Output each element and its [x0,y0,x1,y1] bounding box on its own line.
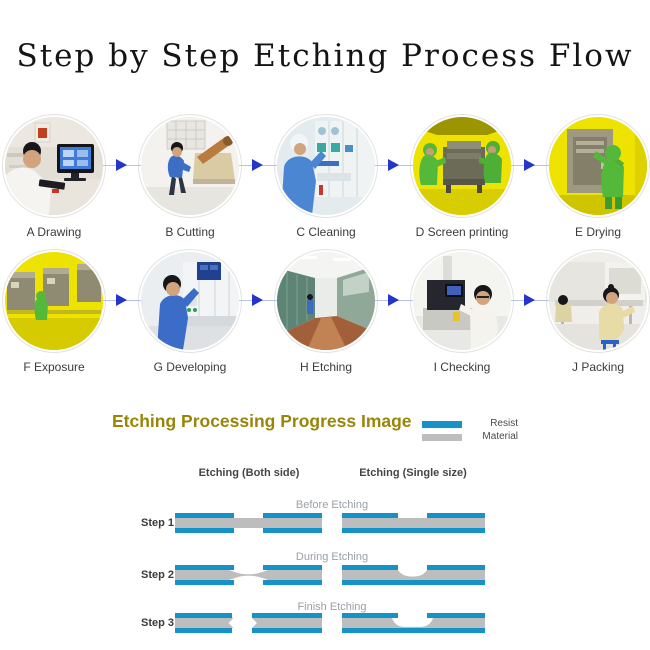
flow-arrow-right-icon [511,294,549,307]
diagram-step3-both-side [175,613,322,633]
process-step-j-packing: J Packing [530,249,650,374]
process-step-f-exposure: F Exposure [0,249,122,374]
process-step-g-developing: G Developing [122,249,258,374]
process-step-a-drawing: A Drawing [0,114,122,239]
flow-arrow-right-icon [375,159,413,172]
checking-scene-image [413,252,511,350]
process-step-e-drying: E Drying [530,114,650,239]
process-step-h-etching: H Etching [258,249,394,374]
flow-arrow-right-icon [239,159,277,172]
phase-label-before-etching: Before Etching [295,499,369,511]
flow-arrow-right-icon [375,294,413,307]
cleaning-scene-image [277,117,375,215]
step1-row-label: Step 1 [141,517,175,529]
step-label: J Packing [571,360,625,374]
diagram-step2-single-side [342,565,485,585]
page-title: Step by Step Etching Process Flow [16,38,634,74]
arrow-triangle-icon [252,294,263,306]
packing-photo [546,249,650,353]
drying-scene-image [549,117,647,215]
arrow-triangle-icon [388,159,399,171]
flow-arrow-right-icon [239,294,277,307]
step-label: A Drawing [26,225,82,239]
exposure-photo [2,249,106,353]
step-label: H Etching [299,360,353,374]
step-label: G Developing [153,360,227,374]
step-label: C Cleaning [296,225,356,239]
diagram-step1-single-side [342,513,485,533]
resist-legend-swatch [422,421,462,428]
arrow-triangle-icon [524,159,535,171]
screen-printing-scene-image [413,117,511,215]
exposure-scene-image [5,252,103,350]
process-step-c-cleaning: C Cleaning [258,114,394,239]
developing-photo [138,249,242,353]
phase-label-during-etching: During Etching [295,551,369,563]
step3-row-label: Step 3 [141,617,175,629]
arrow-triangle-icon [116,294,127,306]
diagram-step3-single-side [342,613,485,633]
screen-printing-photo [410,114,514,218]
arrow-triangle-icon [524,294,535,306]
flow-arrow-right-icon [511,159,549,172]
arrow-triangle-icon [388,294,399,306]
process-step-d-screen-printing: D Screen printing [394,114,530,239]
step-label: I Checking [433,360,491,374]
drawing-scene-image [5,117,103,215]
process-step-i-checking: I Checking [394,249,530,374]
arrow-triangle-icon [116,159,127,171]
drawing-photo [2,114,106,218]
cleaning-photo [274,114,378,218]
cutting-scene-image [141,117,239,215]
resist-legend-label: Resist [490,418,518,429]
flow-arrow-right-icon [103,159,141,172]
column-header-single-side: Etching (Single size) [359,467,467,479]
process-step-b-cutting: B Cutting [122,114,258,239]
flow-arrow-right-icon [103,294,141,307]
step-label: B Cutting [165,225,215,239]
cutting-photo [138,114,242,218]
arrow-triangle-icon [252,159,263,171]
step-label: F Exposure [23,360,85,374]
packing-scene-image [549,252,647,350]
developing-scene-image [141,252,239,350]
etching-scene-image [277,252,375,350]
column-header-both-side: Etching (Both side) [198,467,300,479]
step-label: D Screen printing [415,225,509,239]
step-label: E Drying [574,225,621,239]
section-heading: Etching Processing Progress Image [112,411,412,431]
diagram-step1-both-side [175,513,322,533]
drying-photo [546,114,650,218]
step2-row-label: Step 2 [141,569,175,581]
checking-photo [410,249,514,353]
etching-photo [274,249,378,353]
diagram-step2-both-side [175,565,322,585]
phase-label-finish-etching: Finish Etching [297,601,367,613]
material-legend-label: Material [482,431,518,442]
material-legend-swatch [422,434,462,441]
